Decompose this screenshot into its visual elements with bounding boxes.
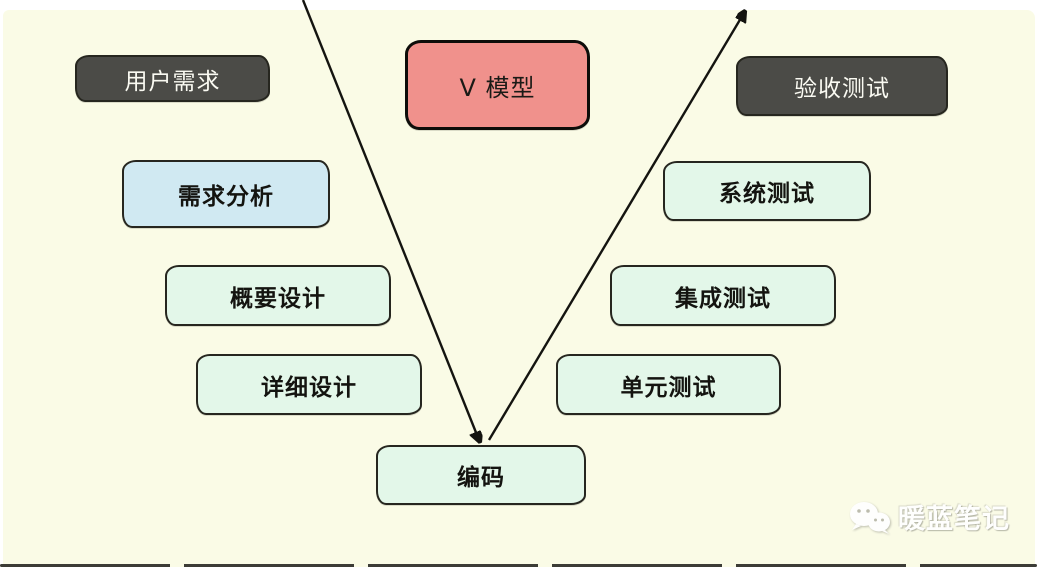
node-detailed-design-label: 详细设计 [261,374,357,401]
node-integration-testing-label: 集成测试 [675,285,771,312]
node-user-requirements: 用户需求 [75,55,270,102]
node-acceptance-testing-label: 验收测试 [794,76,890,102]
node-user-requirements-label: 用户需求 [124,68,221,95]
node-unit-testing-label: 单元测试 [620,374,717,401]
node-unit-testing: 单元测试 [556,354,781,415]
node-integration-testing: 集成测试 [610,265,836,326]
wechat-icon [850,501,890,534]
node-v-model-title-label: V 模型 [459,73,536,102]
node-v-model-title: V 模型 [405,40,590,130]
node-requirements-analysis: 需求分析 [122,160,330,228]
node-detailed-design: 详细设计 [196,354,422,415]
node-acceptance-testing: 验收测试 [736,56,948,116]
node-system-testing-label: 系统测试 [719,181,815,207]
bottom-sketch-line [0,564,1037,567]
node-coding: 编码 [376,445,586,505]
watermark-text: 暖蓝笔记 [898,504,1010,535]
node-coding-label: 编码 [457,465,505,491]
node-high-level-design: 概要设计 [165,265,391,326]
node-high-level-design-label: 概要设计 [230,285,326,312]
node-system-testing: 系统测试 [663,161,871,221]
watermark: 暖蓝笔记 [848,497,1010,536]
node-requirements-analysis-label: 需求分析 [178,184,274,210]
